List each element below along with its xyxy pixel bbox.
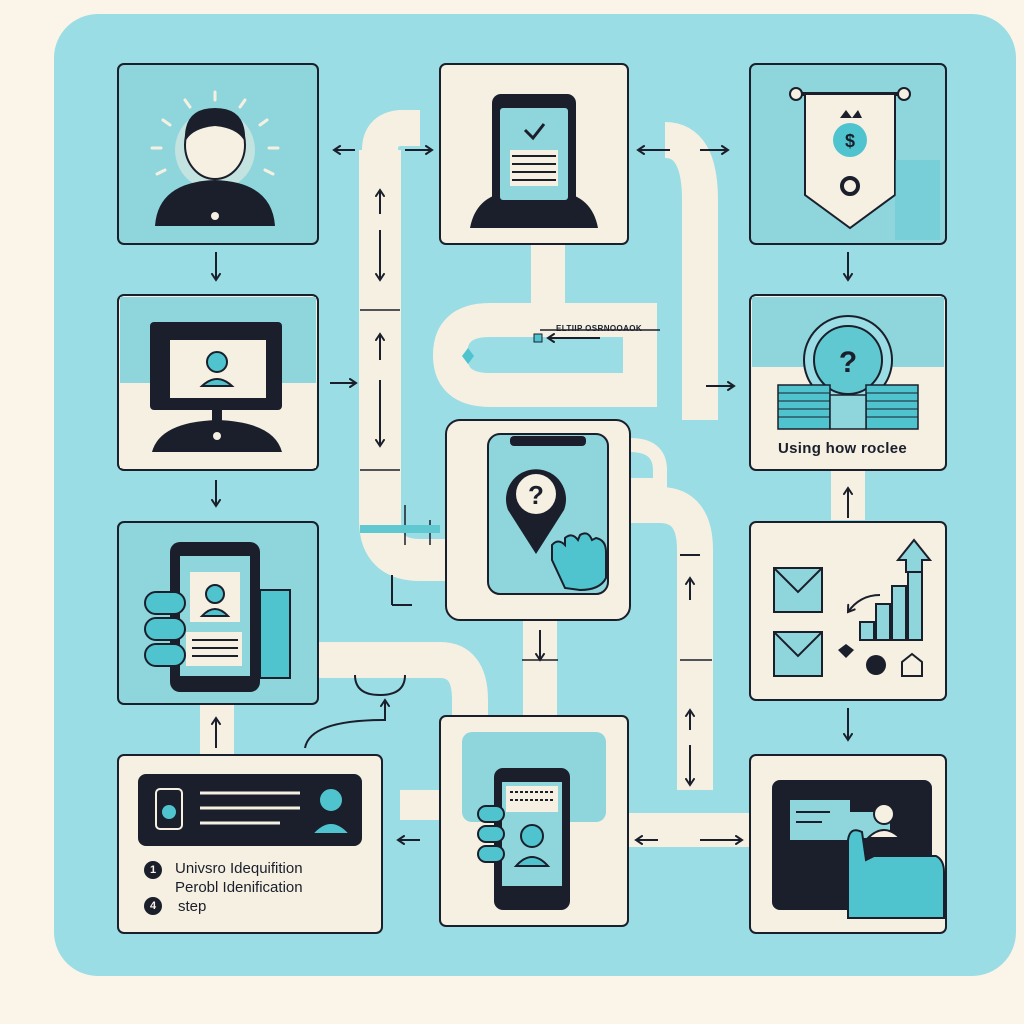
monitor-person-icon <box>120 297 316 468</box>
pathway-caption: ELTIIP OSRNOOAOK <box>556 324 643 333</box>
step-marker-1: 1 <box>144 861 162 879</box>
financial-node-label: Using how roclee <box>778 440 907 457</box>
id-card-icon <box>138 774 362 846</box>
flow-arrows <box>211 145 853 845</box>
step-label-3: step <box>178 898 207 915</box>
step-label-2: Perobl Idenification <box>175 879 303 896</box>
person-glow-icon <box>150 90 280 226</box>
svg-text:$: $ <box>845 131 855 151</box>
smartphone-check-icon <box>470 94 598 228</box>
money-bag-banner-icon: $ <box>789 87 940 240</box>
pipe-teal-band <box>360 525 440 533</box>
pathway-start-marker <box>462 348 474 364</box>
svg-text:?: ? <box>839 346 857 379</box>
question-coins-icon: ? <box>752 297 944 430</box>
location-question-hand-icon: ? <box>487 433 609 595</box>
pathway-square <box>533 333 543 343</box>
email-growth-chart-icon <box>773 538 933 677</box>
id-card-hand-icon <box>772 780 945 919</box>
phone-id-hand-icon <box>144 542 291 692</box>
svg-text:?: ? <box>528 480 544 510</box>
step-label-1: Univsro Idequifition <box>175 860 303 877</box>
phone-scan-icon <box>462 732 606 910</box>
step-marker-2: 4 <box>144 897 162 915</box>
